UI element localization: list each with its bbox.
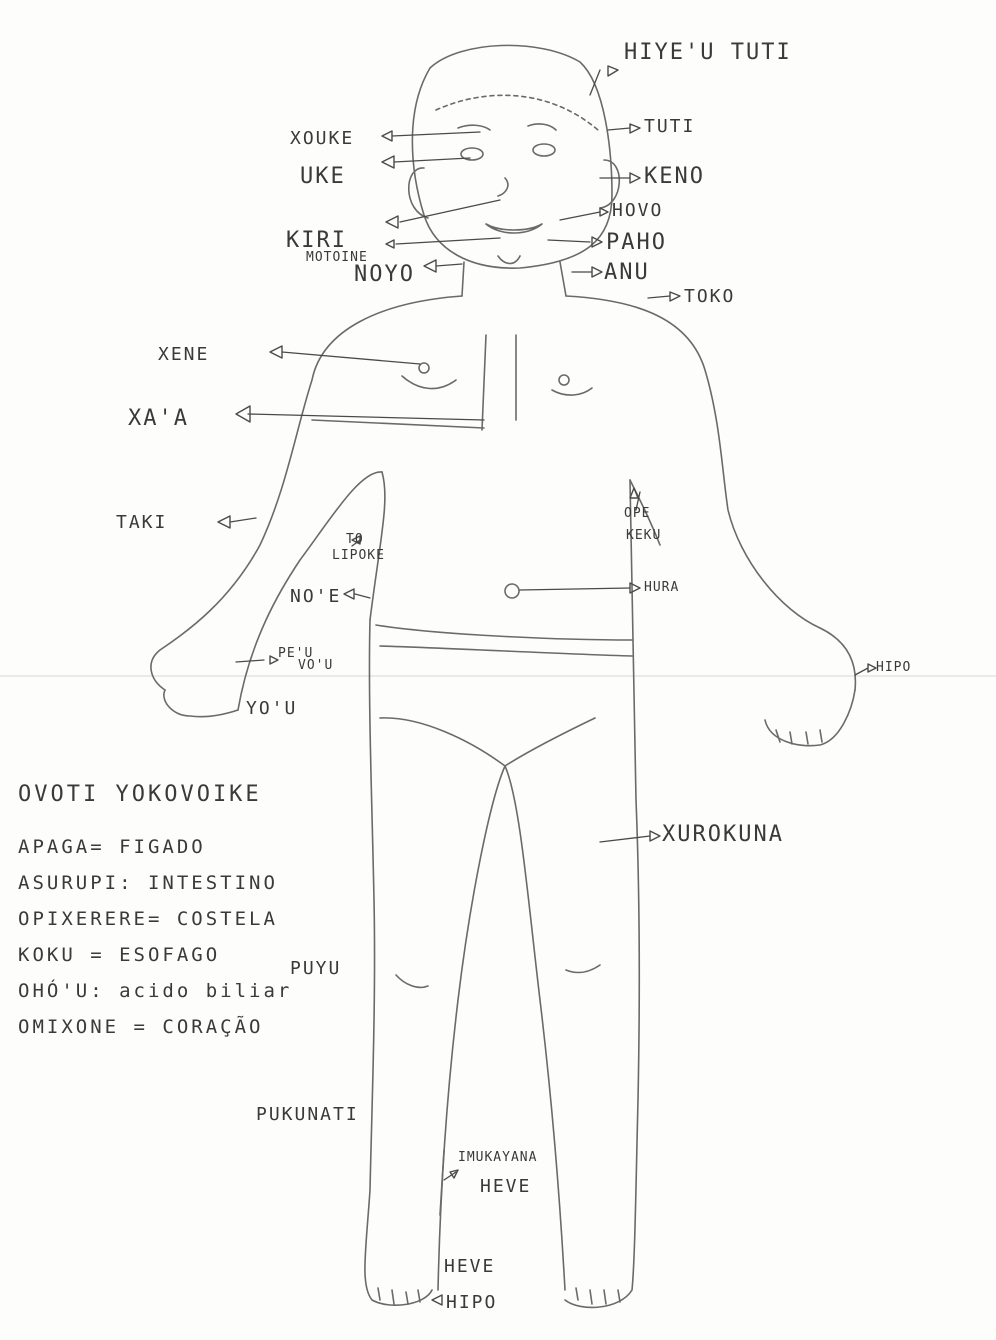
label-noyo: NOYO <box>354 262 415 287</box>
label-xurokuna: XUROKUNA <box>662 822 784 847</box>
label-xaia: XA'A <box>128 406 189 431</box>
right-brow <box>528 124 556 130</box>
head-outline <box>412 45 612 268</box>
label-hipo-hand: HIPO <box>876 660 911 675</box>
chest-line-left <box>482 335 486 430</box>
legend-item: APAGA= FIGADO <box>18 829 292 865</box>
left-hand <box>164 690 238 717</box>
belt-bottom <box>380 646 632 656</box>
shin-mark <box>440 1150 444 1215</box>
right-toes <box>576 1288 620 1304</box>
label-hipo-foot: HIPO <box>446 1292 497 1313</box>
right-nipple <box>559 375 569 385</box>
label-lipoke: LIPOKE <box>332 548 385 563</box>
left-nipple <box>419 363 429 373</box>
label-ope: OPE <box>624 506 650 521</box>
crotch-right <box>505 718 595 766</box>
neck-right <box>560 262 566 296</box>
label-you: YO'U <box>246 698 297 719</box>
chin <box>498 256 520 264</box>
legend-item: OHÓ'U: acido biliar <box>18 973 292 1009</box>
legend-item: KOKU = ESOFAGO <box>18 937 292 973</box>
label-heve-calf: HEVE <box>480 1176 531 1197</box>
label-heve-foot: HEVE <box>444 1256 495 1277</box>
right-inner-leg <box>505 766 565 1290</box>
left-brow <box>458 125 490 130</box>
label-hovo: HOVO <box>612 200 663 221</box>
legend-item: OPIXERERE= COSTELA <box>18 901 292 937</box>
crotch-left <box>380 718 505 766</box>
hairline <box>436 95 598 130</box>
nose <box>498 178 508 196</box>
right-knee <box>566 965 600 972</box>
label-tuti: TUTI <box>644 116 695 137</box>
label-imukayana: IMUKAYANA <box>458 1150 537 1165</box>
neck-left <box>462 262 464 296</box>
torso-left-side <box>312 420 484 428</box>
label-xene: XENE <box>158 344 209 365</box>
legend: OVOTI YOKOVOIKE APAGA= FIGADO ASURUPI: I… <box>18 782 292 1045</box>
label-vou: VO'U <box>298 658 333 673</box>
legend-title: OVOTI YOKOVOIKE <box>18 782 292 807</box>
label-anu: ANU <box>604 260 650 285</box>
label-xouke: XOUKE <box>290 128 354 149</box>
right-shoulder-arm <box>566 296 855 690</box>
label-puyu: PUYU <box>290 958 341 979</box>
label-to: TO <box>346 532 364 547</box>
label-keku: KEKU <box>626 528 661 543</box>
right-hip-leg <box>565 480 639 1307</box>
left-pec <box>402 376 456 389</box>
label-keno: KENO <box>644 164 705 189</box>
label-hiyeu-tuti: HIYE'U TUTI <box>624 40 792 65</box>
left-knee <box>396 975 428 987</box>
label-pukunati: PUKUNATI <box>256 1104 359 1125</box>
left-toes <box>378 1288 420 1304</box>
legend-item: OMIXONE = CORAÇÃO <box>18 1009 292 1045</box>
label-taki: TAKI <box>116 512 167 533</box>
right-eye <box>533 144 555 156</box>
left-arm-inner-back <box>370 472 385 620</box>
label-paho: PAHO <box>606 230 667 255</box>
navel <box>505 584 519 598</box>
right-pec <box>552 388 592 395</box>
label-uke: UKE <box>300 164 346 189</box>
label-noe: NO'E <box>290 586 341 607</box>
right-fingers <box>776 730 822 744</box>
mouth <box>486 224 542 233</box>
left-inner-leg <box>438 766 505 1290</box>
label-hura: HURA <box>644 580 679 595</box>
belt-top <box>376 625 632 640</box>
label-toko: TOKO <box>684 286 735 307</box>
legend-item: ASURUPI: INTESTINO <box>18 865 292 901</box>
